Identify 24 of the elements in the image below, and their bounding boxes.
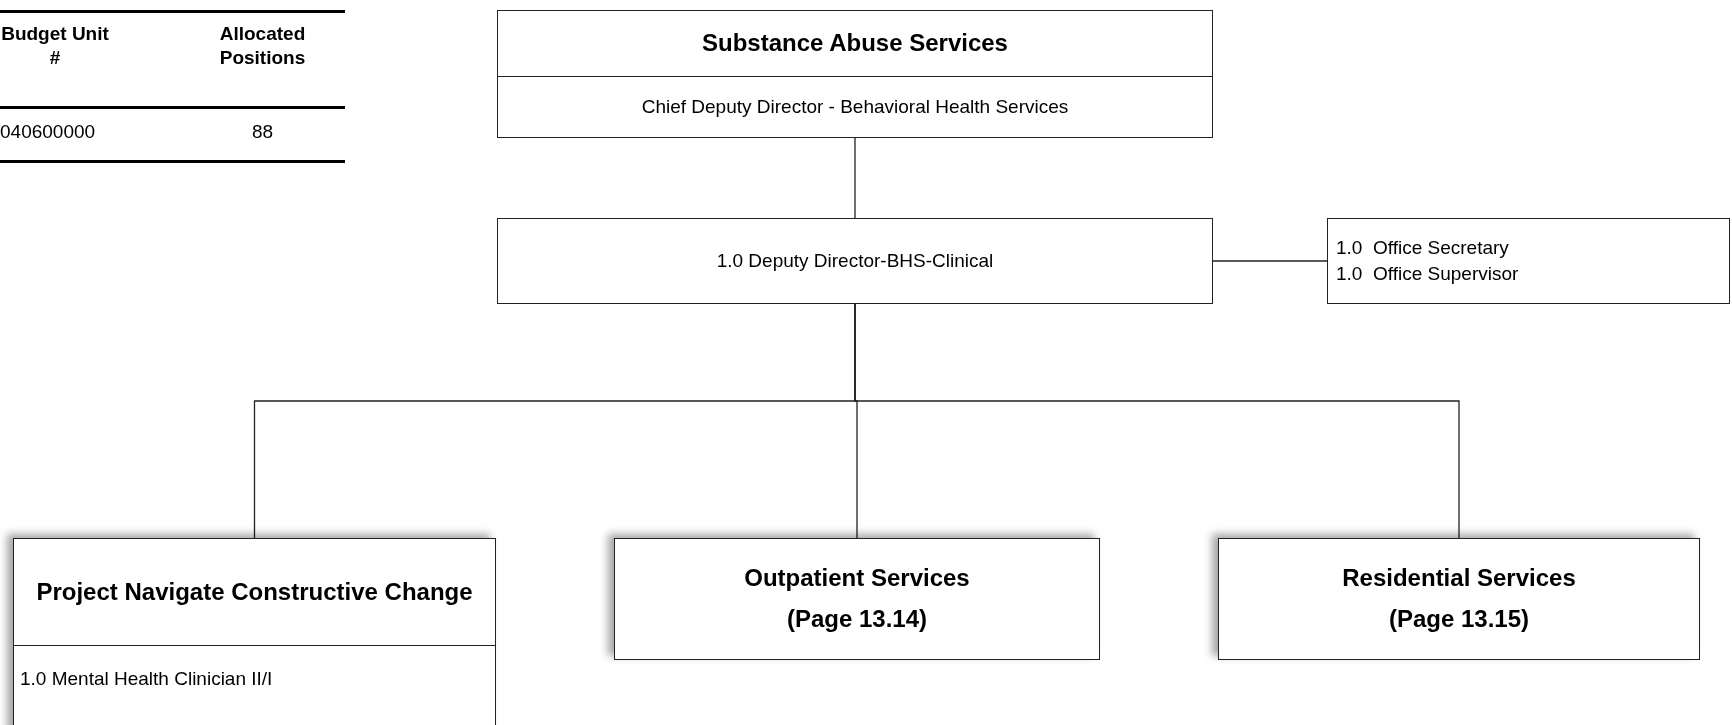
org-box — [497, 10, 1213, 138]
table-cell-text: 040600000 — [0, 120, 97, 144]
box-title: Project Navigate Constructive Change — [36, 576, 473, 607]
position-text: 1.0 Office Supervisor — [1336, 262, 1519, 286]
box-title: Outpatient Services — [744, 563, 970, 594]
page-reference: (Page 13.15) — [1388, 604, 1530, 634]
connector-line — [854, 137, 856, 219]
column-header: Budget Unit # — [0, 22, 110, 70]
box-title: Substance Abuse Services — [702, 28, 1008, 59]
position-box — [1327, 218, 1730, 304]
table-cell-text: 88 — [250, 120, 275, 144]
position-box — [497, 218, 1213, 304]
org-box — [1218, 538, 1700, 660]
position-text: Chief Deputy Director - Behavioral Health Services — [641, 94, 1069, 119]
position-text: 1.0 Office Secretary — [1336, 236, 1509, 261]
org-box — [614, 538, 1100, 660]
column-header: Allocated Positions — [218, 22, 307, 70]
position-text: 1.0 Deputy Director-BHS-Clinical — [716, 250, 994, 272]
position-text: 1.0 Mental Health Clinician II/I — [20, 667, 273, 691]
connector-line — [1212, 260, 1328, 262]
page-reference: (Page 13.14) — [786, 604, 928, 634]
connector-line — [854, 303, 1460, 539]
org-box — [13, 538, 496, 725]
box-title: Residential Services — [1342, 563, 1576, 594]
